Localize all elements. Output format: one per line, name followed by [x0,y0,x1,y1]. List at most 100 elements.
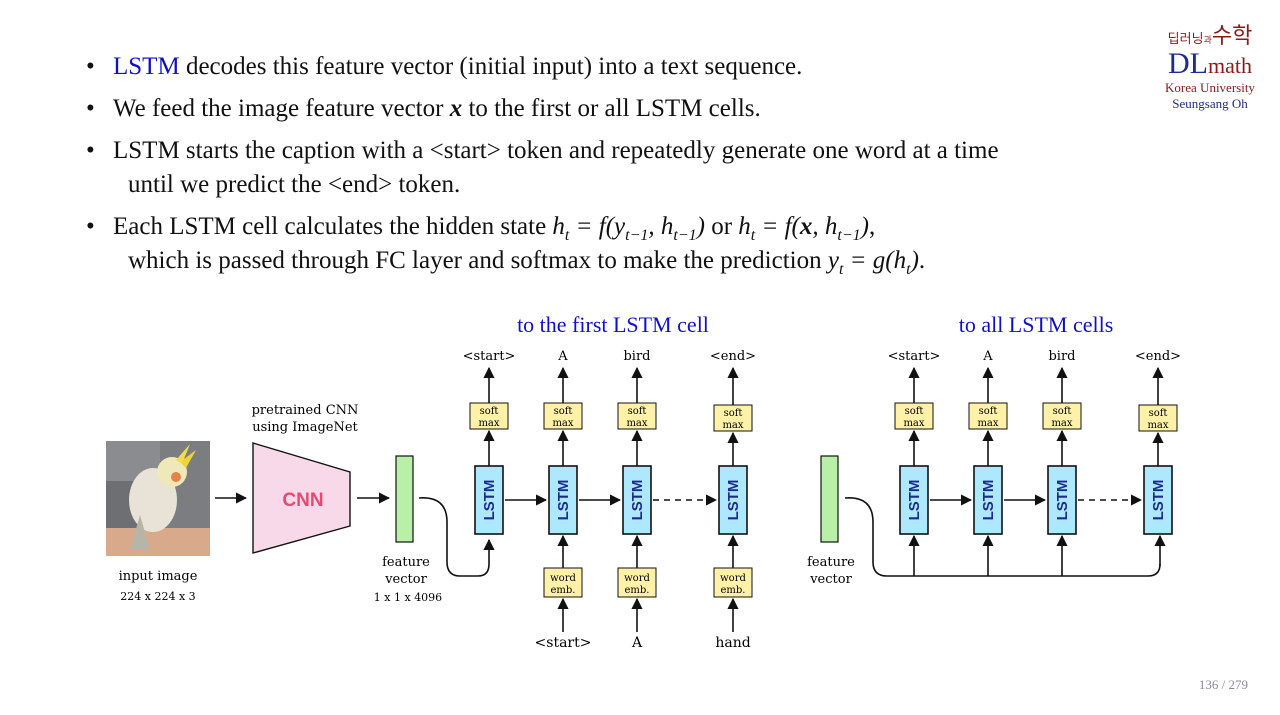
left-softmax-label-a-4: soft [724,408,743,419]
right-lstm-cell-1 [899,465,929,535]
bullet-2-x: x [449,95,463,122]
left-softmax-label-a-1: soft [480,406,499,417]
left-softmax-label-b-4: max [722,420,743,431]
left-embed-box-2 [617,567,657,598]
logo-korean-math: 수학 [1211,23,1253,48]
arrow-feature-to-first-lstm [418,497,495,577]
right-lstm-label-2: LSTM [980,480,997,521]
cnn-label: CNN [282,490,323,511]
left-group: LSTMsoftmax<start>LSTMsoftmaxAwordemb.<s… [463,349,757,651]
feature-vector-block-2 [820,455,839,543]
left-lstm-label-2: LSTM [555,480,572,521]
feature-label-1-line-2: vector [384,572,427,587]
right-output-word-4: <end> [1135,349,1181,364]
bullet-2: • We feed the image feature vector x to … [86,92,1146,126]
input-image-size: 224 x 224 x 3 [120,590,195,603]
right-softmax-label-a-3: soft [1053,406,1072,417]
left-lstm-cell-3 [622,465,652,535]
bullet-1: • LSTM decodes this feature vector (init… [86,50,1146,84]
left-output-word-4: <end> [710,349,756,364]
left-softmax-label-b-2: max [552,418,573,429]
left-softmax-label-b-1: max [478,418,499,429]
bullet-list: • LSTM decodes this feature vector (init… [86,50,1146,286]
right-lstm-label-4: LSTM [1150,480,1167,521]
left-input-word-2: A [631,635,643,651]
bullet-2-pre: We feed the image feature vector [113,95,450,122]
left-softmax-box-4 [713,404,753,432]
right-softmax-label-b-1: max [903,418,924,429]
left-softmax-label-a-2: soft [554,406,573,417]
bullet-4: • Each LSTM cell calculates the hidden s… [86,210,1146,278]
logo-author: Seungsang Oh [1172,96,1248,111]
bullet-4-line-2-text: which is passed through FC layer and sof… [128,247,828,274]
left-output-word-1: <start> [463,349,516,364]
left-embed-label-a-1: word [550,573,576,584]
bullet-dot: • [86,137,95,164]
right-output-word-1: <start> [888,349,941,364]
bullet-2-post: to the first or all LSTM cells. [462,95,761,122]
course-logo: 딥러닝과수학 DLmath Korea University Seungsang… [1150,18,1270,112]
right-lstm-label-1: LSTM [906,480,923,521]
logo-dlmath: DLmath [1150,47,1270,80]
bullet-4-line-2: which is passed through FC layer and sof… [113,244,1146,278]
left-input-word-1: <start> [535,635,592,651]
logo-dl: DL [1168,47,1208,80]
right-softmax-box-2 [968,402,1008,430]
formula-prediction: yt = g(ht) [827,247,919,278]
bullet-4-or: or [704,213,739,240]
bullet-dot: • [86,95,95,122]
bullet-4-period: . [918,247,926,274]
right-output-word-2: A [982,349,993,364]
right-softmax-label-a-4: soft [1149,408,1168,419]
bullet-3-line-2: until we predict the <end> token. [128,171,461,198]
heading-first-cell: to the first LSTM cell [517,312,709,337]
left-lstm-label-1: LSTM [481,480,498,521]
right-softmax-label-b-3: max [1051,418,1072,429]
bullet-3-line-1: LSTM starts the caption with a <start> t… [113,137,999,164]
right-group: LSTMsoftmax<start>LSTMsoftmaxALSTMsoftma… [888,349,1181,576]
left-output-word-2: A [557,349,568,364]
logo-korean: 딥러닝과수학 [1150,18,1270,50]
heading-all-cells: to all LSTM cells [959,312,1114,337]
bullet-1-lstm: LSTM [113,53,180,80]
logo-university: Korea University [1165,80,1255,95]
left-embed-label-b-2: emb. [625,585,650,596]
logo-math: math [1208,53,1252,78]
formula-hidden-2: ht = f(x, ht−1) [738,213,869,244]
feature-vector-block-1 [395,455,414,543]
feature-label-2-line-2: vector [809,572,852,587]
page-number: 136 / 279 [1198,677,1248,692]
right-softmax-box-3 [1042,402,1082,430]
bullet-1-text: decodes this feature vector (initial inp… [179,53,803,80]
right-softmax-label-b-2: max [977,418,998,429]
feature-size: 1 x 1 x 4096 [374,591,442,604]
right-softmax-label-b-4: max [1147,420,1168,431]
left-softmax-box-3 [617,402,657,430]
right-softmax-label-a-2: soft [979,406,998,417]
left-lstm-label-3: LSTM [629,480,646,521]
left-input-word-3: hand [715,635,750,651]
right-lstm-label-3: LSTM [1054,480,1071,521]
right-softmax-label-a-1: soft [905,406,924,417]
left-lstm-label-4: LSTM [725,480,742,521]
bullet-4-comma: , [868,213,876,240]
cnn-caption-2: using ImageNet [252,420,358,435]
left-softmax-label-b-3: max [626,418,647,429]
cnn-block [252,442,351,554]
formula-hidden-1: ht = f(yt−1, ht−1) [552,213,705,244]
feature-label-2-line-1: feature [807,555,855,570]
left-embed-label-b-3: emb. [721,585,746,596]
logo-korean-and: 과 [1203,35,1212,45]
input-image [106,441,210,556]
left-lstm-cell-4 [718,465,748,535]
feature-label-1-line-1: feature [382,555,430,570]
bullet-dot: • [86,213,95,240]
left-output-word-3: bird [623,349,650,364]
bullet-4-pre: Each LSTM cell calculates the hidden sta… [113,213,553,240]
cnn-caption-1: pretrained CNN [252,403,359,418]
right-output-word-3: bird [1048,349,1075,364]
left-embed-label-a-3: word [720,573,746,584]
logo-korean-dl: 딥러닝 [1167,31,1204,46]
bus-feature-to-all [844,497,1161,577]
lstm-captioning-diagram: to the first LSTM cell to all LSTM cells… [106,312,1181,651]
